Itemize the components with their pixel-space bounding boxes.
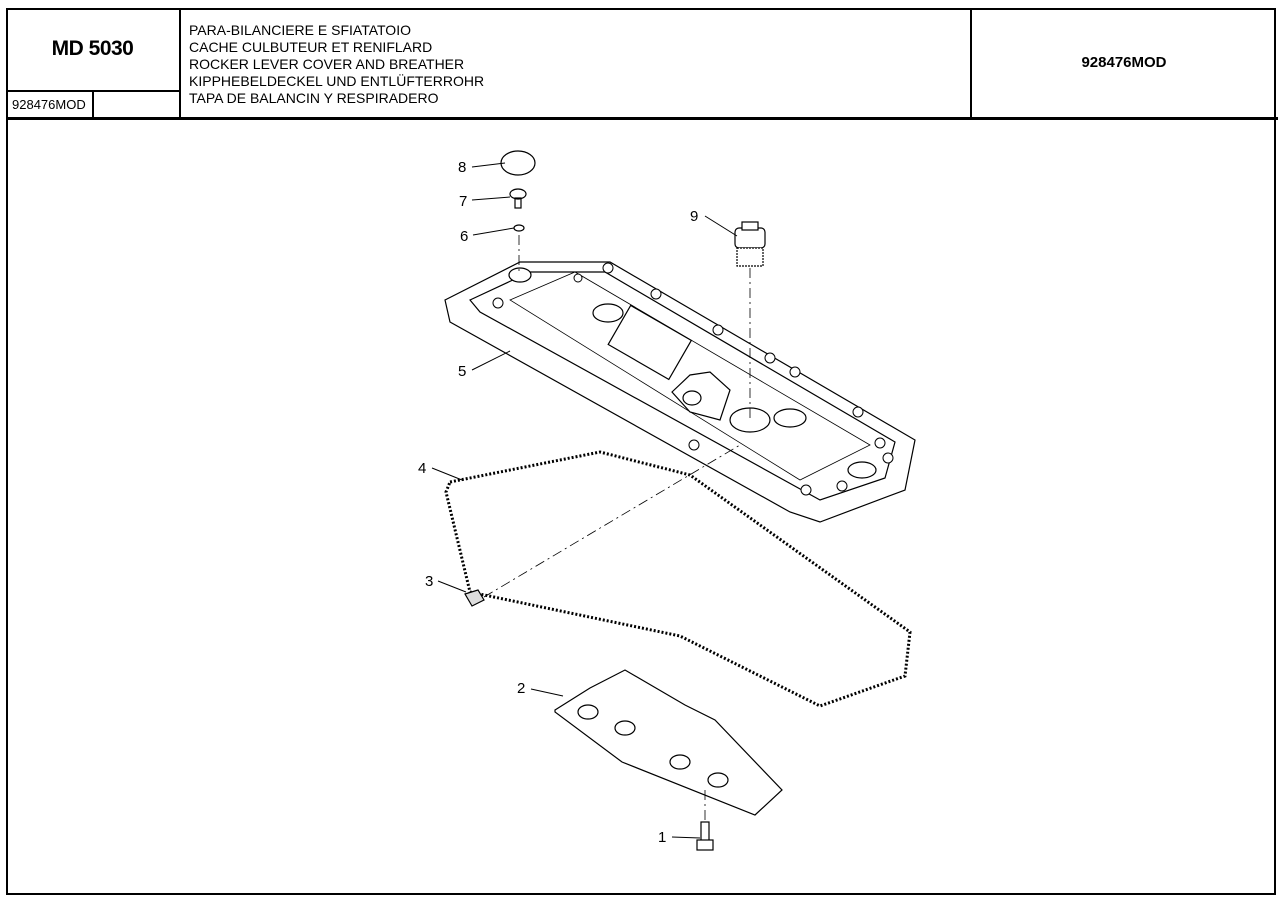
title-it: PARA-BILANCIERE E SFIATATOIO [189,22,411,38]
empty-cell [94,92,181,117]
callout-9: 9 [690,208,698,225]
rocker-cover [444,261,916,523]
title-de: KIPPHEBELDECKEL UND ENTLÜFTERROHR [189,73,485,89]
callout-8: 8 [458,159,466,176]
bolt [696,821,714,851]
rivet [464,589,485,607]
drawing-code: 928476MOD [6,92,94,117]
oil-filler-plug [734,221,766,267]
callout-7: 7 [459,193,467,210]
callout-1: 1 [658,829,666,846]
gasket [444,450,912,708]
title-en: ROCKER LEVER COVER AND BREATHER [189,56,465,72]
callout-6: 6 [460,228,468,245]
callout-4: 4 [418,460,426,477]
washer [513,224,525,232]
callout-2: 2 [517,680,525,697]
title-es: TAPA DE BALANCIN Y RESPIRADERO [189,90,439,106]
baffle-plate [554,669,783,816]
title-lines: PARA-BILANCIERE E SFIATATOIO CACHE CULBU… [181,8,972,117]
title-block: MD 5030 928476MOD PARA-BILANCIERE E SFIA… [6,8,1278,120]
drawing-frame [6,8,1276,895]
model-code: MD 5030 [6,8,181,92]
callout-3: 3 [425,573,433,590]
callout-5: 5 [458,363,466,380]
cap [500,150,536,176]
breather-screw [509,188,527,209]
title-fr: CACHE CULBUTEUR ET RENIFLARD [189,39,433,55]
reference-code: 928476MOD [1081,54,1167,71]
